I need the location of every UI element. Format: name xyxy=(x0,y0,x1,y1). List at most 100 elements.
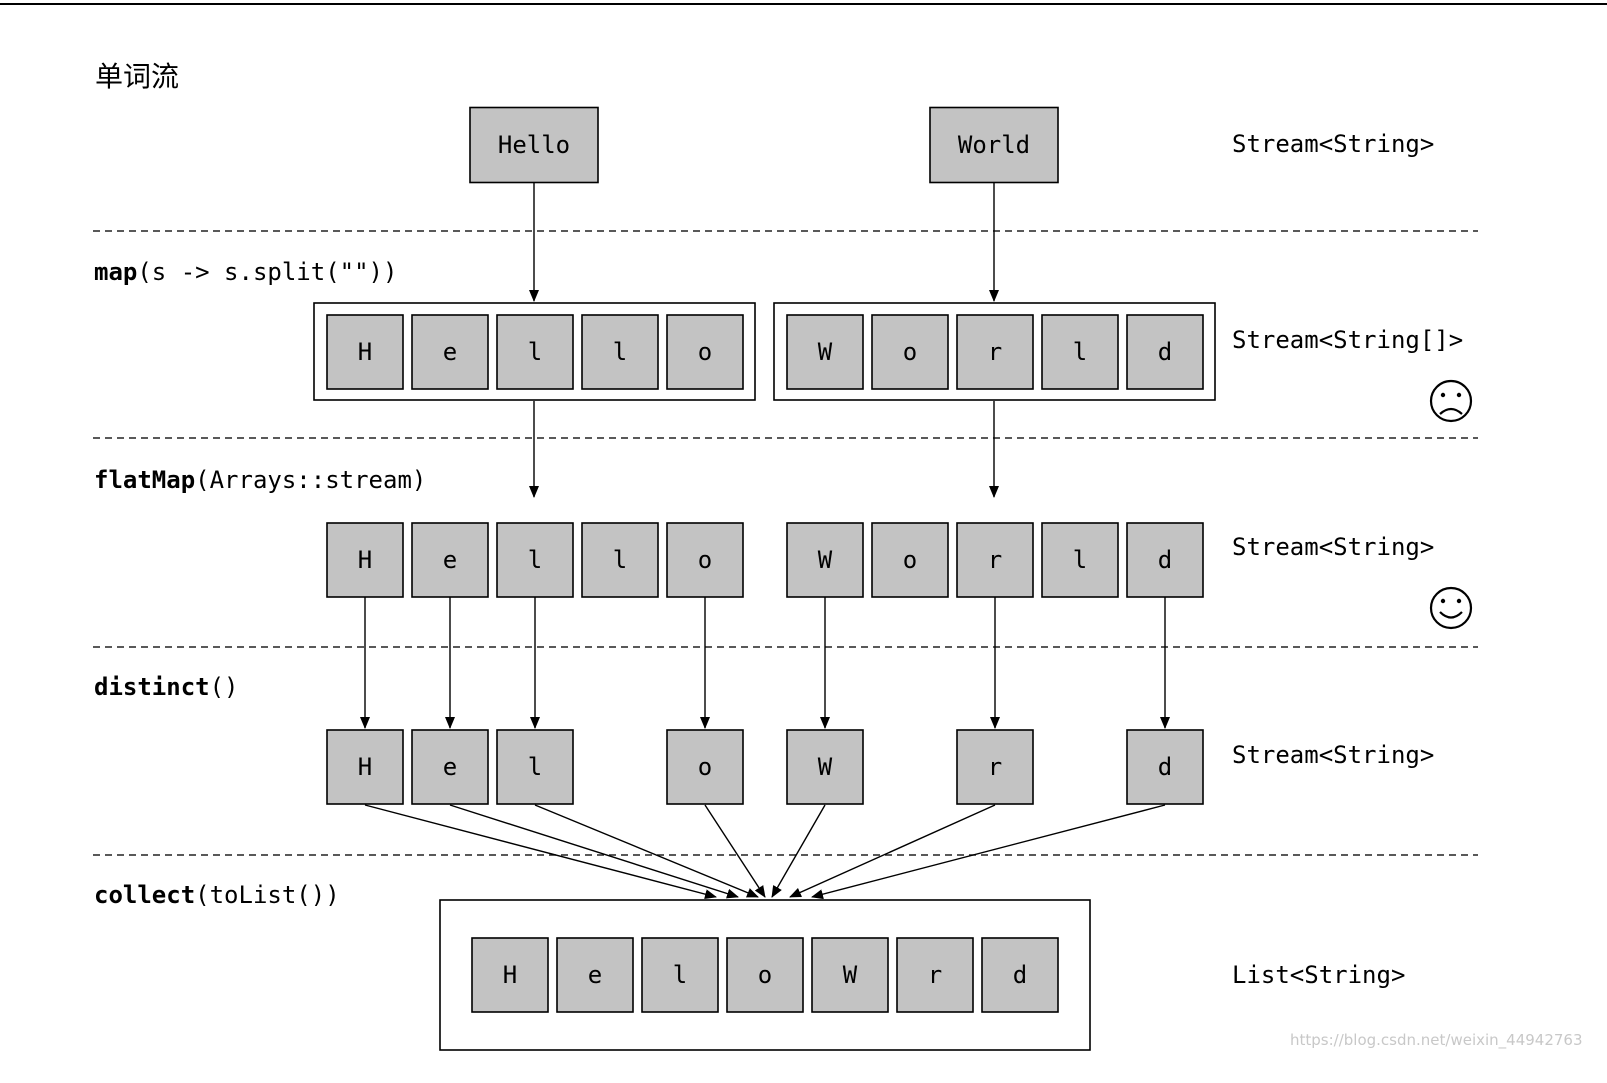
word-box: Hello xyxy=(469,106,599,184)
result-element-box-label: d xyxy=(1013,961,1027,989)
result-element-box: l xyxy=(641,937,719,1013)
flow-arrow xyxy=(771,804,826,898)
diagram-title: 单词流 xyxy=(95,60,179,93)
flow-arrow xyxy=(704,804,766,898)
stage-op: collect xyxy=(94,881,195,909)
watermark: https://blog.csdn.net/weixin_44942763 xyxy=(1290,1031,1583,1050)
distinct-element-box: W xyxy=(786,729,864,805)
flat-element-box-label: o xyxy=(698,546,712,574)
flat-element-box-label: e xyxy=(443,546,457,574)
array-element-box-label: e xyxy=(443,338,457,366)
distinct-element-box-label: W xyxy=(818,753,833,781)
stage-labels: map(s -> s.split(""))flatMap(Arrays::str… xyxy=(94,258,426,909)
type-label: Stream<String[]> xyxy=(1232,326,1463,354)
flat-element-box: e xyxy=(411,522,489,598)
stage-op: map xyxy=(94,258,137,286)
flat-element-box: d xyxy=(1126,522,1204,598)
containers xyxy=(313,302,1216,1051)
result-element-box: d xyxy=(981,937,1059,1013)
array-element-box: d xyxy=(1126,314,1204,390)
array-element-box: l xyxy=(581,314,659,390)
type-labels: Stream<String> Stream<String[]> Stream<Str… xyxy=(1232,130,1463,989)
result-element-box-label: r xyxy=(928,961,942,989)
happy-face-icon xyxy=(1429,586,1473,630)
array-element-box: l xyxy=(496,314,574,390)
type-label: Stream<String> xyxy=(1232,533,1434,561)
stage-args: () xyxy=(210,673,239,701)
array-element-box-label: l xyxy=(613,338,627,366)
flat-element-box: o xyxy=(871,522,949,598)
flat-element-box: r xyxy=(956,522,1034,598)
stage-args: (s -> s.split("")) xyxy=(137,258,397,286)
flat-element-box-label: W xyxy=(818,546,833,574)
distinct-element-box: d xyxy=(1126,729,1204,805)
array-element-box-label: o xyxy=(903,338,917,366)
stage-label: flatMap(Arrays::stream) xyxy=(94,466,426,494)
result-element-box-label: e xyxy=(588,961,602,989)
result-element-box-label: l xyxy=(673,961,687,989)
flow-arrow xyxy=(364,804,717,900)
flat-element-box-label: l xyxy=(528,546,542,574)
result-list-container xyxy=(439,899,1091,1051)
distinct-element-box-label: e xyxy=(443,753,457,781)
stage-op: distinct xyxy=(94,673,210,701)
flow-arrow xyxy=(789,804,996,898)
sad-face-icon xyxy=(1429,379,1473,423)
flat-element-box: H xyxy=(326,522,404,598)
array-element-box-label: H xyxy=(358,338,372,366)
result-element-box: r xyxy=(896,937,974,1013)
array-element-box-label: l xyxy=(1073,338,1087,366)
stage-label: collect(toList()) xyxy=(94,881,340,909)
distinct-element-box-label: l xyxy=(528,753,542,781)
word-box-label: Hello xyxy=(498,131,570,159)
result-element-box: H xyxy=(471,937,549,1013)
flat-element-box: l xyxy=(1041,522,1119,598)
distinct-element-box: l xyxy=(496,729,574,805)
flat-element-box-label: r xyxy=(988,546,1002,574)
flow-arrow xyxy=(811,804,1166,900)
distinct-element-box: H xyxy=(326,729,404,805)
result-element-box-label: o xyxy=(758,961,772,989)
array-element-box-label: l xyxy=(528,338,542,366)
distinct-element-box-label: d xyxy=(1158,753,1172,781)
distinct-element-box: e xyxy=(411,729,489,805)
word-box-label: World xyxy=(958,131,1030,159)
array-element-box-label: r xyxy=(988,338,1002,366)
result-element-box-label: H xyxy=(503,961,517,989)
array-element-box: l xyxy=(1041,314,1119,390)
stage-label: map(s -> s.split("")) xyxy=(94,258,397,286)
type-label: List<String> xyxy=(1232,961,1405,989)
result-element-box: o xyxy=(726,937,804,1013)
flat-element-box: l xyxy=(581,522,659,598)
flow-arrow xyxy=(534,804,759,898)
array-element-box: e xyxy=(411,314,489,390)
array-element-box-label: o xyxy=(698,338,712,366)
array-container xyxy=(773,302,1216,401)
flat-element-box: l xyxy=(496,522,574,598)
flat-element-box-label: d xyxy=(1158,546,1172,574)
type-label: Stream<String> xyxy=(1232,130,1434,158)
array-element-box: W xyxy=(786,314,864,390)
result-element-box-label: W xyxy=(843,961,858,989)
type-label: Stream<String> xyxy=(1232,741,1434,769)
array-element-box: o xyxy=(666,314,744,390)
word-box: World xyxy=(929,106,1059,184)
array-container xyxy=(313,302,756,401)
flat-element-box-label: l xyxy=(613,546,627,574)
array-element-box: o xyxy=(871,314,949,390)
array-element-box-label: d xyxy=(1158,338,1172,366)
stage-args: (Arrays::stream) xyxy=(195,466,426,494)
flow-arrow xyxy=(449,804,739,899)
array-element-box: H xyxy=(326,314,404,390)
distinct-element-box-label: o xyxy=(698,753,712,781)
distinct-element-box: o xyxy=(666,729,744,805)
distinct-element-box-label: r xyxy=(988,753,1002,781)
arrows xyxy=(360,183,1170,900)
distinct-element-box: r xyxy=(956,729,1034,805)
result-element-box: e xyxy=(556,937,634,1013)
stage-args: (toList()) xyxy=(195,881,340,909)
stage-op: flatMap xyxy=(94,466,195,494)
